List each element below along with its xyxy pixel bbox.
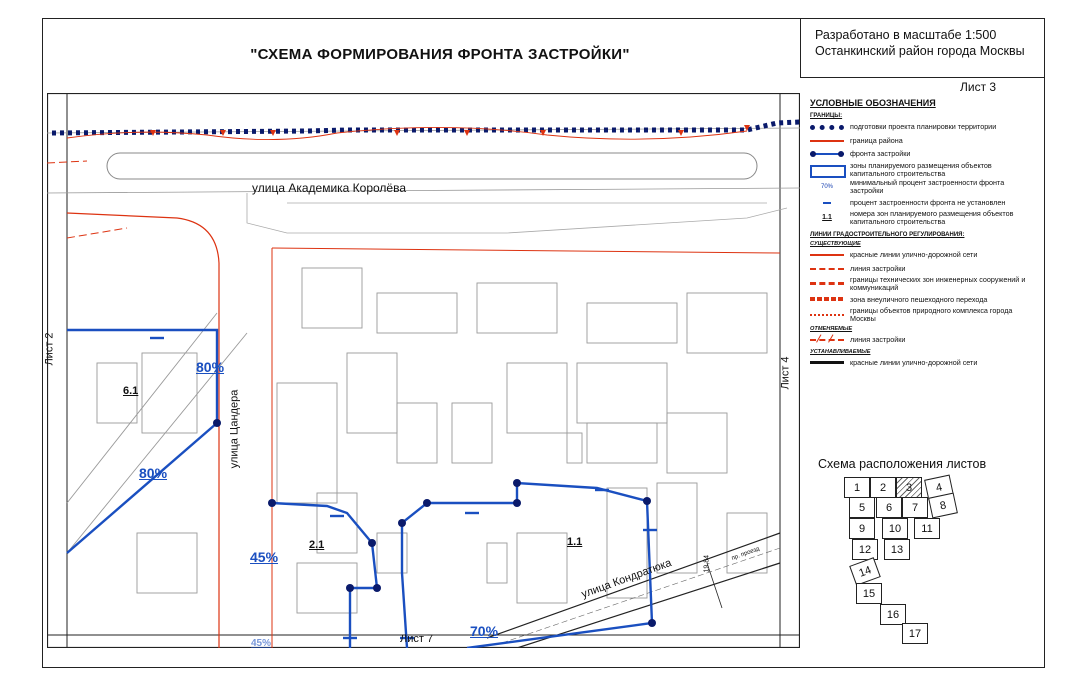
sheet-index-cell-16[interactable]: 16 — [880, 604, 906, 625]
percent-label-80-top: 80% — [196, 359, 225, 375]
sheet-index-cell-3-current[interactable]: 3 — [896, 477, 922, 498]
sheet-index-cell-11[interactable]: 11 — [914, 518, 940, 539]
edge-sheet-right[interactable]: Лист 4 — [779, 356, 792, 390]
sheet-index-cell-9[interactable]: 9 — [849, 518, 875, 539]
page-title: "СХЕМА ФОРМИРОВАНИЯ ФРОНТА ЗАСТРОЙКИ" — [250, 46, 630, 63]
sheet-number: Лист 3 — [960, 80, 997, 94]
legend-section-bounds: ГРАНИЦЫ: — [810, 113, 843, 119]
legend-item: красные линии улично-дорожной сети — [810, 249, 1032, 261]
legend-item: подготовки проекта планировки территории — [810, 121, 1032, 133]
legend-sub-cancelled: ОТМЕНЯЕМЫЕ — [810, 326, 853, 332]
legend-item: линия застройки — [810, 334, 1032, 346]
legend-panel: УСЛОВНЫЕ ОБОЗНАЧЕНИЯ ГРАНИЦЫ: подготовки… — [810, 98, 1032, 371]
legend-symbol-zone — [810, 164, 846, 178]
legend-sub-existing: СУЩЕСТВУЮЩИЕ — [810, 241, 861, 247]
legend-symbol-dash — [810, 197, 844, 209]
drawing-frame — [42, 18, 1045, 668]
map-canvas[interactable]: улица Академика Королёва улица Цандера у… — [43, 92, 801, 650]
legend-item: 70% минимальный процент застроенности фр… — [810, 179, 1032, 195]
legend-symbol-redline — [810, 249, 844, 261]
legend-symbol-nature — [810, 309, 844, 321]
legend-item: зона внеуличного пешеходного перехода — [810, 294, 1032, 306]
district-text: Останкинский район города Москвы — [815, 44, 1025, 58]
scale-text: Разработано в масштабе 1:500 — [815, 28, 997, 42]
legend-symbol-pedestrian — [810, 294, 844, 306]
percent-label-70: 70% — [470, 623, 499, 639]
legend-symbol-front — [810, 148, 844, 160]
map-drawing — [46, 92, 801, 650]
street-zander: улица Цандера — [228, 389, 241, 469]
legend-symbol-number: 1.1 — [822, 214, 832, 221]
sheet-index-cell-8[interactable]: 8 — [928, 492, 958, 519]
legend-item: линия застройки — [810, 263, 1032, 275]
legend-item: границы объектов природного комплекса го… — [810, 307, 1032, 323]
legend-item: процент застроенности фронта не установл… — [810, 197, 1032, 209]
legend-section-lines: ЛИНИИ ГРАДОСТРОИТЕЛЬНОГО РЕГУЛИРОВАНИЯ: — [810, 232, 965, 238]
sheet-index-cell-17[interactable]: 17 — [902, 623, 928, 644]
percent-label-45-bottom: 45% — [251, 638, 272, 649]
legend-item: границы технических зон инженерных соору… — [810, 276, 1032, 292]
zone-number-1-1: 1.1 — [567, 536, 583, 548]
sheet-index-cell-10[interactable]: 10 — [882, 518, 908, 539]
sheet-index-grid: 1 2 3 4 5 6 7 8 9 10 11 12 13 14 15 16 1… — [844, 474, 984, 647]
legend-title: УСЛОВНЫЕ ОБОЗНАЧЕНИЯ — [810, 98, 936, 108]
sheet-index-cell-1[interactable]: 1 — [844, 477, 870, 498]
legend-sub-established: УСТАНАВЛИВАЕМЫЕ — [810, 349, 871, 355]
sheet-index-cell-15[interactable]: 15 — [856, 583, 882, 604]
sheet-index-cell-14[interactable]: 14 — [849, 557, 881, 586]
legend-symbol-red — [810, 135, 844, 147]
percent-label-80-bottom: 80% — [139, 465, 168, 481]
percent-label-45: 45% — [250, 549, 279, 565]
sheet-index-cell-13[interactable]: 13 — [884, 539, 910, 560]
legend-symbol-techzone — [810, 278, 844, 290]
legend-item: фронта застройки — [810, 148, 1032, 160]
legend-symbol-cancelled — [810, 334, 844, 346]
sheet-index-cell-12[interactable]: 12 — [852, 539, 878, 560]
sheet-index-cell-7[interactable]: 7 — [902, 497, 928, 518]
edge-sheet-bottom[interactable]: Лист 7 — [400, 633, 434, 645]
road-width-mark: 19,84 — [703, 554, 711, 573]
info-box: Разработано в масштабе 1:500 Останкински… — [800, 18, 1045, 78]
sheet-index-cell-5[interactable]: 5 — [849, 497, 875, 518]
legend-item: 1.1 номера зон планируемого размещения о… — [810, 210, 1032, 226]
sheet-index-title: Схема расположения листов — [818, 457, 987, 471]
legend-item: граница района — [810, 135, 1032, 147]
street-korolev: улица Академика Королёва — [252, 181, 407, 195]
legend-symbol-buildline — [810, 263, 844, 275]
legend-symbol-established — [810, 357, 844, 369]
sheet-index-cell-6[interactable]: 6 — [876, 497, 902, 518]
sheet-index-cell-2[interactable]: 2 — [870, 477, 896, 498]
edge-sheet-left[interactable]: Лист 2 — [43, 332, 56, 366]
zone-number-2-1: 2.1 — [309, 539, 325, 551]
legend-symbol-dotted — [810, 121, 844, 133]
legend-item: красные линии улично-дорожной сети — [810, 357, 1032, 369]
legend-symbol-percent: 70% — [820, 184, 833, 190]
legend-item: зоны планируемого размещения объектов ка… — [810, 161, 1032, 178]
zone-number-6-1: 6.1 — [123, 385, 139, 397]
